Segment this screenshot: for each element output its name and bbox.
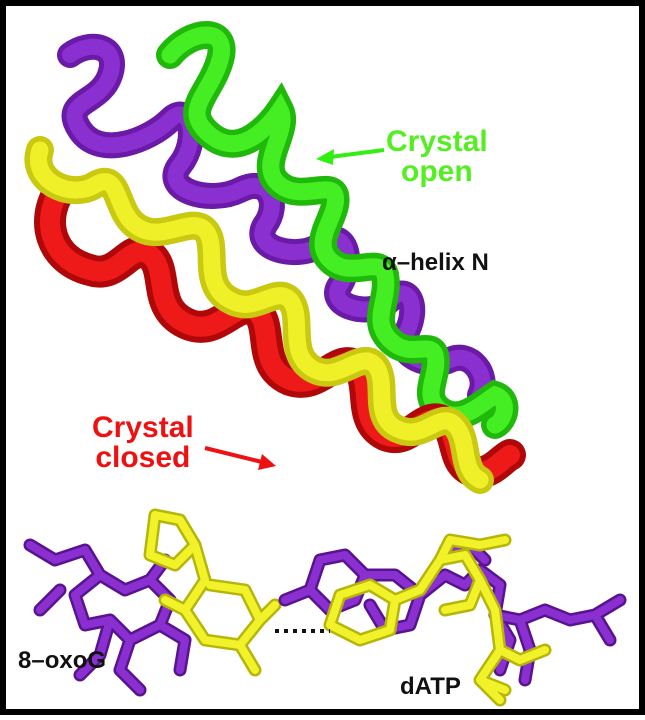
open-helix-ribbon: [156, 21, 519, 439]
arrow-icon: [204, 446, 276, 470]
crystal-closed-line1: Crystal: [92, 411, 194, 444]
purple-helix-ribbon: [57, 33, 496, 408]
crystal-open-label: Crystal open: [386, 127, 488, 187]
crystal-closed-label: Crystal closed: [92, 413, 194, 473]
arrow-icon: [316, 148, 385, 165]
datp-purple-structure: [278, 538, 627, 687]
oxoG-label: 8–oxoG: [18, 647, 107, 674]
crystal-closed-line2: closed: [95, 441, 191, 474]
oxoG-purple-structure: [23, 538, 192, 697]
helix-n-label: α–helix N: [382, 249, 489, 276]
oxoG-yellow-structure: [143, 508, 282, 677]
intermediate-helix-ribbon: [24, 136, 494, 494]
crystal-open-line2: open: [401, 155, 473, 188]
datp-label: dATP: [400, 673, 461, 700]
crystal-open-line1: Crystal: [386, 125, 488, 158]
datp-yellow-structure: [323, 533, 552, 707]
